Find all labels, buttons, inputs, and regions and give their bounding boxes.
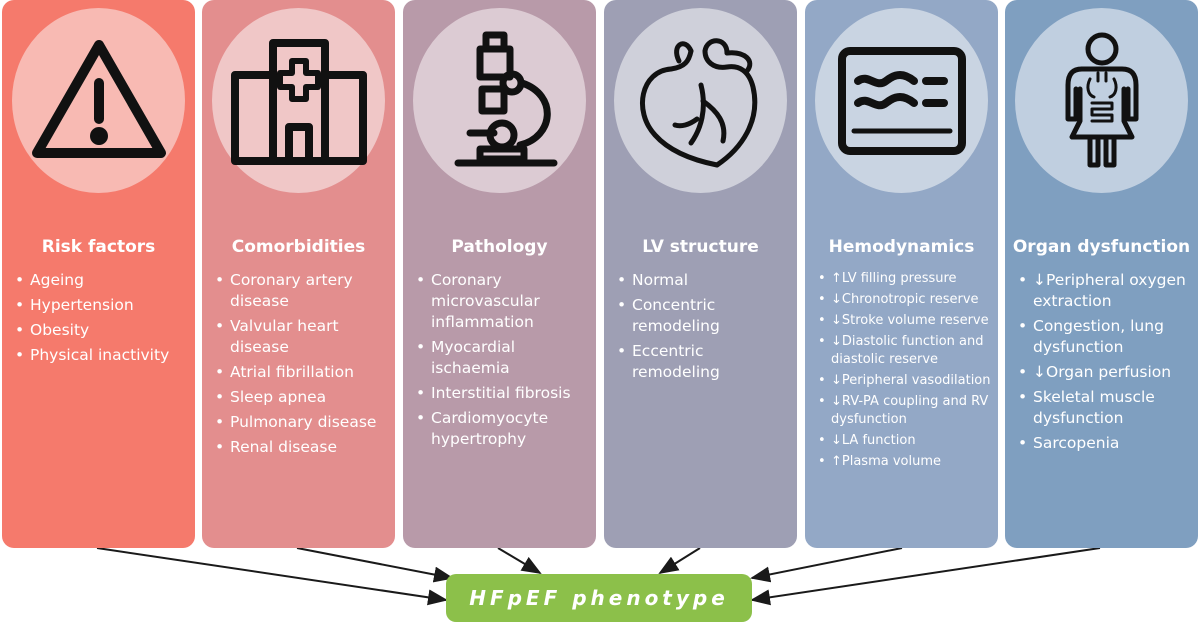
icon-circle [212, 8, 385, 193]
column-title: Hemodynamics [828, 237, 975, 257]
icon-circle [815, 8, 988, 193]
arrow-lv-structure [658, 547, 701, 575]
column-organ-dysfunction: Organ dysfunction ↓Peripheral oxygen ext… [1005, 0, 1198, 548]
list-item: Interstitial fibrosis [415, 383, 590, 404]
microscope-icon [454, 31, 557, 166]
list-item: Myocardial ischaemia [415, 337, 590, 379]
icon-circle [1015, 8, 1188, 193]
list-item: ↓LA function [817, 432, 992, 450]
list-item: Ageing [14, 270, 189, 291]
column-title: LV structure [642, 237, 759, 257]
list-item: Normal [616, 270, 791, 291]
list-item: Concentric remodeling [616, 295, 791, 337]
hfpef-phenotype-box: HFpEF phenotype [446, 574, 752, 622]
list-item: Sleep apnea [214, 387, 389, 408]
column-comorbidities: Comorbidities Coronary artery disease Va… [202, 0, 395, 548]
list-item: Valvular heart disease [214, 316, 389, 358]
list-item: Physical inactivity [14, 345, 189, 366]
list-item: Eccentric remodeling [616, 341, 791, 383]
list-item: Coronary artery disease [214, 270, 389, 312]
arrow-organ-dysfunction [750, 547, 1101, 606]
list-item: ↓Peripheral oxygen extraction [1017, 270, 1192, 312]
list-item: ↓Organ perfusion [1017, 362, 1192, 383]
list-item: Hypertension [14, 295, 189, 316]
list-item: Skeletal muscle dysfunction [1017, 387, 1192, 429]
item-list: ↓Peripheral oxygen extraction Congestion… [1017, 270, 1192, 458]
monitor-icon [837, 46, 966, 155]
list-item: ↑Plasma volume [817, 453, 992, 471]
list-item: ↓Diastolic function and diastolic reserv… [817, 333, 992, 369]
arrow-pathology [497, 547, 542, 575]
target-label: HFpEF phenotype [469, 586, 729, 610]
warning-triangle-icon [31, 39, 166, 158]
list-item: Cardiomyocyte hypertrophy [415, 408, 590, 450]
list-item: ↓Chronotropic reserve [817, 291, 992, 309]
column-lv-structure: LV structure Normal Concentric remodelin… [604, 0, 797, 548]
item-list: Coronary artery disease Valvular heart d… [214, 270, 389, 462]
list-item: Obesity [14, 320, 189, 341]
column-title: Organ dysfunction [1012, 237, 1191, 257]
list-item: Congestion, lung dysfunction [1017, 316, 1192, 358]
list-item: ↑LV filling pressure [817, 270, 992, 288]
list-item: ↓Stroke volume reserve [817, 312, 992, 330]
column-hemodynamics: Hemodynamics ↑LV filling pressure ↓Chron… [805, 0, 998, 548]
list-item: Pulmonary disease [214, 412, 389, 433]
heart-icon [639, 37, 757, 167]
list-item: Sarcopenia [1017, 433, 1192, 454]
arrow-hemodynamics [750, 547, 903, 583]
column-title: Comorbidities [231, 237, 366, 257]
hospital-icon [230, 38, 367, 165]
arrow-comorbidities [296, 547, 454, 583]
item-list: ↑LV filling pressure ↓Chronotropic reser… [817, 270, 992, 474]
icon-circle [12, 8, 185, 193]
icon-circle [413, 8, 586, 193]
list-item: Renal disease [214, 437, 389, 458]
column-risk-factors: Risk factors Ageing Hypertension Obesity… [2, 0, 195, 548]
list-item: ↓RV-PA coupling and RV dysfunction [817, 393, 992, 429]
icon-circle [614, 8, 787, 193]
item-list: Coronary microvascular inflammation Myoc… [415, 270, 590, 454]
item-list: Ageing Hypertension Obesity Physical ina… [14, 270, 189, 370]
arrow-risk-factors [96, 547, 448, 606]
column-title: Pathology [451, 237, 548, 257]
list-item: ↓Peripheral vasodilation [817, 372, 992, 390]
list-item: Atrial fibrillation [214, 362, 389, 383]
list-item: Coronary microvascular inflammation [415, 270, 590, 333]
item-list: Normal Concentric remodeling Eccentric r… [616, 270, 791, 387]
column-title: Risk factors [41, 237, 156, 257]
column-pathology: Pathology Coronary microvascular inflamm… [403, 0, 596, 548]
human-organs-icon [1065, 32, 1138, 167]
